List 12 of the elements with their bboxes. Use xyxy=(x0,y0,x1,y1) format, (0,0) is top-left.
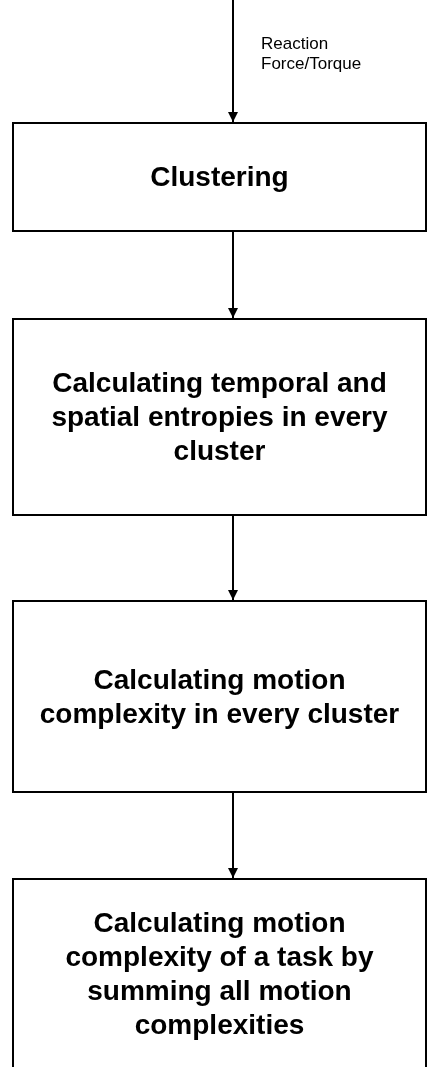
arrow xyxy=(228,231,238,319)
process-box xyxy=(12,878,427,1067)
step-text: Calculating temporal and spatial entropies in every cluster xyxy=(50,366,389,468)
step-text: Calculating motion complexity in every cluster xyxy=(38,662,401,731)
step-text: Clustering xyxy=(149,160,290,194)
process-box xyxy=(12,122,427,232)
arrow xyxy=(228,792,238,879)
step-text: Calculating motion complexity of a task by summing all motion complexities xyxy=(64,905,375,1042)
process-box xyxy=(12,600,427,793)
arrow xyxy=(228,515,238,601)
process-box xyxy=(12,318,427,516)
arrow xyxy=(228,0,238,123)
